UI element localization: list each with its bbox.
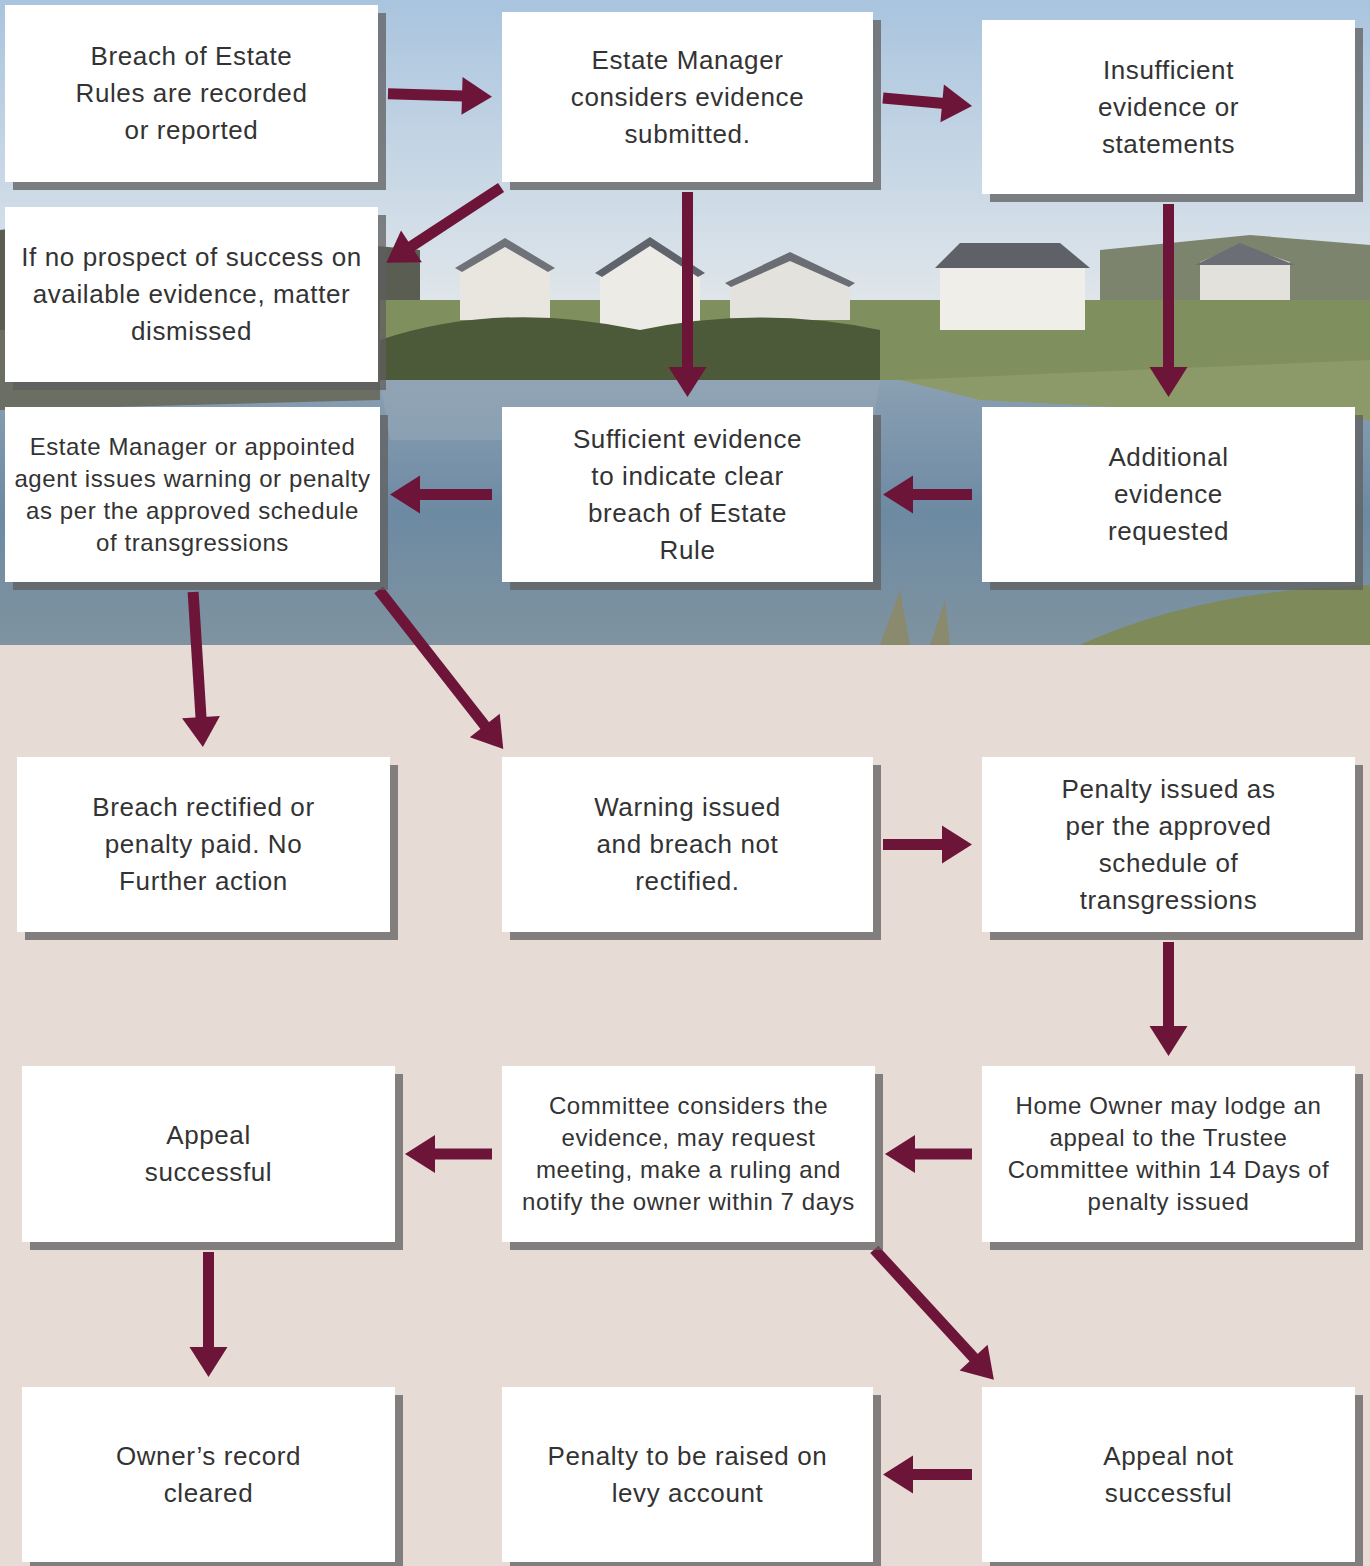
house: [460, 240, 550, 320]
roof: [725, 252, 855, 287]
arrow-head: [883, 1456, 913, 1494]
process-box: Penalty issued as per the approved sched…: [982, 757, 1355, 932]
box-text: Home Owner may lodge an appeal to the Tr…: [991, 1090, 1346, 1218]
arrow-head: [390, 476, 420, 514]
box-text: Breach rectified or penalty paid. No Fur…: [79, 789, 329, 900]
arrow-head: [190, 1347, 228, 1377]
process-box: Owner’s record cleared: [22, 1387, 395, 1562]
flow-arrow: [1150, 204, 1188, 397]
box-text: Estate Manager or appointed agent issues…: [13, 431, 372, 559]
house: [730, 255, 850, 320]
flow-arrow: [883, 476, 972, 514]
flow-arrow: [1150, 942, 1188, 1056]
flow-arrow: [379, 590, 504, 749]
arrow-head: [1150, 1026, 1188, 1056]
arrow-head: [461, 77, 492, 115]
flow-arrow: [386, 187, 501, 262]
flow-arrow: [390, 476, 492, 514]
process-box: If no prospect of success on available e…: [5, 207, 378, 382]
arrow-shaft: [883, 98, 944, 104]
flow-arrow: [190, 1252, 228, 1377]
process-box: Appeal not successful: [982, 1387, 1355, 1562]
flow-arrow: [182, 592, 220, 747]
process-box: Breach of Estate Rules are recorded or r…: [5, 5, 378, 182]
arrow-head: [960, 1345, 994, 1380]
arrow-head: [405, 1135, 435, 1173]
box-text: Warning issued and breach not rectified.: [578, 789, 798, 900]
flow-arrow: [885, 1135, 972, 1173]
lake: [0, 380, 1370, 645]
box-text: Breach of Estate Rules are recorded or r…: [67, 38, 317, 149]
process-box: Breach rectified or penalty paid. No Fur…: [17, 757, 390, 932]
roof: [455, 238, 555, 272]
arrow-shaft: [911, 1469, 972, 1480]
box-text: Committee considers the evidence, may re…: [511, 1090, 866, 1218]
process-box: Additional evidence requested: [982, 407, 1355, 582]
process-box: Penalty to be raised on levy account: [502, 1387, 873, 1562]
arrow-shaft: [193, 592, 201, 719]
process-box: Appeal successful: [22, 1066, 395, 1242]
arrow-shaft: [911, 489, 972, 500]
process-box: Estate Manager or appointed agent issues…: [5, 407, 380, 582]
arrow-shaft: [1163, 204, 1174, 369]
arrow-shaft: [883, 839, 944, 850]
box-text: Additional evidence requested: [1089, 439, 1249, 550]
reeds: [880, 590, 950, 645]
arrow-head: [940, 84, 972, 122]
arrow-shaft: [379, 590, 486, 727]
flow-arrow: [669, 192, 707, 397]
arrow-head: [182, 716, 220, 747]
box-text: Insufficient evidence or statements: [1079, 52, 1259, 163]
box-text: Estate Manager considers evidence submit…: [548, 42, 828, 153]
box-text: Owner’s record cleared: [94, 1438, 324, 1512]
box-text: Penalty to be raised on levy account: [548, 1438, 828, 1512]
roof: [935, 243, 1090, 268]
process-box: Insufficient evidence or statements: [982, 20, 1355, 194]
process-box: Warning issued and breach not rectified.: [502, 757, 873, 932]
process-box: Sufficient evidence to indicate clear br…: [502, 407, 873, 582]
flow-arrow: [883, 1456, 972, 1494]
trees: [380, 317, 880, 380]
arrow-shaft: [433, 1149, 492, 1160]
arrow-shaft: [418, 489, 492, 500]
arrow-head: [386, 230, 422, 262]
arrow-shaft: [203, 1252, 214, 1349]
flow-arrow: [874, 1249, 994, 1379]
arrow-shaft: [410, 187, 501, 247]
arrow-shaft: [1163, 942, 1174, 1028]
box-text: Penalty issued as per the approved sched…: [1044, 771, 1294, 919]
roof: [1195, 243, 1295, 265]
arrow-head: [883, 476, 913, 514]
box-text: Appeal not successful: [1089, 1438, 1249, 1512]
beige-ground: [0, 645, 1370, 1566]
arrow-head: [669, 367, 707, 397]
process-box: Home Owner may lodge an appeal to the Tr…: [982, 1066, 1355, 1242]
flow-arrow: [883, 84, 972, 122]
process-box: Estate Manager considers evidence submit…: [502, 12, 873, 182]
arrow-head: [942, 826, 972, 864]
reeds-bank: [1080, 585, 1370, 645]
arrow-shaft: [874, 1249, 975, 1359]
arrow-head: [1150, 367, 1188, 397]
arrow-head: [885, 1135, 915, 1173]
box-text: If no prospect of success on available e…: [17, 239, 367, 350]
arrow-shaft: [388, 94, 464, 96]
arrow-shaft: [682, 192, 693, 369]
box-text: Appeal successful: [109, 1117, 309, 1191]
arrow-shaft: [913, 1149, 972, 1160]
flow-arrow: [883, 826, 972, 864]
arrow-head: [470, 714, 503, 749]
process-box: Committee considers the evidence, may re…: [502, 1066, 875, 1242]
box-text: Sufficient evidence to indicate clear br…: [563, 421, 813, 569]
flow-arrow: [388, 77, 492, 115]
flow-arrow: [405, 1135, 492, 1173]
